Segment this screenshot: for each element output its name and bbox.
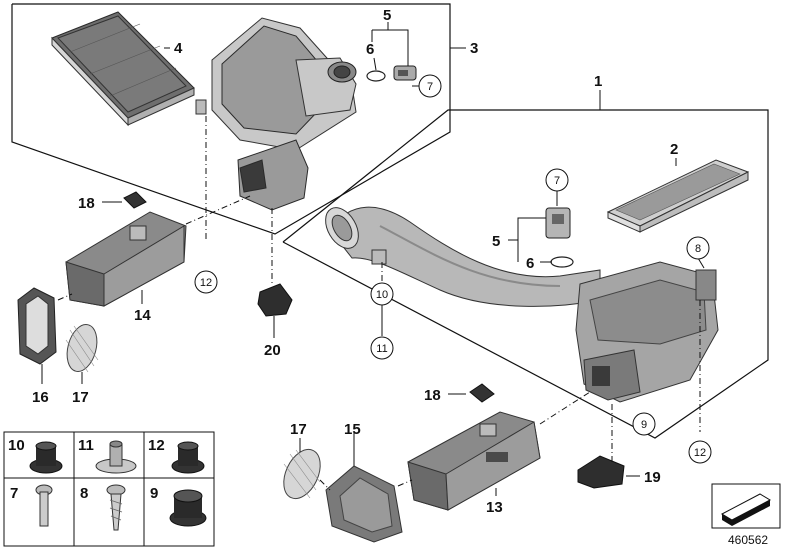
bracket-20-part bbox=[257, 283, 293, 317]
circled-callout-10: 10 bbox=[370, 282, 394, 306]
rubber-mount-icon bbox=[169, 489, 207, 527]
assembly-line bbox=[185, 195, 251, 225]
rivet-nut-icon bbox=[95, 440, 137, 474]
callout-18-right: 18 bbox=[424, 387, 441, 404]
mesh-screen-left-part bbox=[65, 324, 99, 373]
callout-2: 2 bbox=[670, 141, 678, 158]
callout-6-top: 6 bbox=[366, 41, 374, 58]
svg-text:11: 11 bbox=[376, 343, 387, 355]
duct-seal-left-part bbox=[17, 287, 57, 365]
svg-text:7: 7 bbox=[554, 175, 560, 187]
airbox-housing-lower-part bbox=[575, 261, 719, 403]
foam-pad-left-part bbox=[123, 191, 147, 209]
assembly-line bbox=[397, 479, 413, 487]
circled-callout-7-top: 7 bbox=[418, 74, 442, 98]
sensor-seal-ring-part bbox=[366, 70, 386, 82]
callout-1: 1 bbox=[594, 73, 602, 90]
assembly-line bbox=[319, 479, 331, 491]
callout-19: 19 bbox=[644, 469, 661, 486]
svg-text:9: 9 bbox=[641, 419, 647, 431]
legend-label-12: 12 bbox=[148, 437, 165, 454]
circled-callout-9: 9 bbox=[632, 412, 656, 436]
svg-text:7: 7 bbox=[427, 81, 433, 93]
mass-air-flow-sensor-right-part bbox=[545, 207, 571, 239]
intake-pipe-part bbox=[325, 206, 601, 307]
screw-icon bbox=[106, 484, 126, 531]
legend-label-7: 7 bbox=[10, 485, 18, 502]
reference-number: 460562 bbox=[728, 533, 768, 547]
svg-text:12: 12 bbox=[200, 277, 212, 289]
callout-13: 13 bbox=[486, 499, 503, 516]
circled-callout-11: 11 bbox=[370, 336, 394, 360]
duct-seal-right-part bbox=[325, 465, 403, 543]
circled-callout-8: 8 bbox=[686, 236, 710, 260]
callout-18-left: 18 bbox=[78, 195, 95, 212]
callout-16: 16 bbox=[32, 389, 49, 406]
assembly-3-frame bbox=[11, 3, 451, 235]
sensor-seal-ring-right-part bbox=[550, 256, 574, 268]
callout-17-right: 17 bbox=[290, 421, 307, 438]
callout-3: 3 bbox=[470, 40, 478, 57]
callout-6-mid: 6 bbox=[526, 255, 534, 272]
airbox-housing-upper-part bbox=[195, 17, 357, 211]
callout-15: 15 bbox=[344, 421, 361, 438]
assembly-1-frame bbox=[282, 109, 769, 439]
svg-text:8: 8 bbox=[695, 243, 701, 255]
assembly-line bbox=[57, 293, 73, 301]
bolt-icon bbox=[35, 484, 53, 527]
callout-5-mid: 5 bbox=[492, 233, 500, 250]
callout-4: 4 bbox=[174, 40, 183, 57]
legend-label-10: 10 bbox=[8, 437, 25, 454]
grommet-icon bbox=[171, 441, 205, 474]
air-filter-right-part bbox=[606, 159, 750, 233]
intake-duct-right-part bbox=[407, 411, 541, 511]
assembly-line bbox=[539, 391, 591, 425]
mesh-screen-right-part bbox=[283, 448, 321, 500]
bracket-19-part bbox=[577, 455, 625, 489]
circled-callout-7-mid: 7 bbox=[545, 168, 569, 192]
intake-duct-left-part bbox=[65, 211, 187, 307]
callout-14: 14 bbox=[134, 307, 151, 324]
air-filter-element-part bbox=[51, 11, 195, 127]
circled-callout-12-right: 12 bbox=[688, 440, 712, 464]
callout-5-top: 5 bbox=[383, 7, 391, 24]
legend-label-9: 9 bbox=[150, 485, 158, 502]
svg-text:10: 10 bbox=[376, 289, 388, 301]
legend-label-8: 8 bbox=[80, 485, 88, 502]
reference-box bbox=[711, 483, 781, 529]
svg-text:12: 12 bbox=[694, 447, 706, 459]
callout-20: 20 bbox=[264, 342, 281, 359]
grommet-icon bbox=[29, 441, 63, 474]
mass-air-flow-sensor-part bbox=[393, 65, 417, 81]
callout-17-left: 17 bbox=[72, 389, 89, 406]
foam-pad-right-part bbox=[469, 383, 495, 403]
circled-callout-12-left: 12 bbox=[194, 270, 218, 294]
legend-label-11: 11 bbox=[78, 437, 94, 454]
